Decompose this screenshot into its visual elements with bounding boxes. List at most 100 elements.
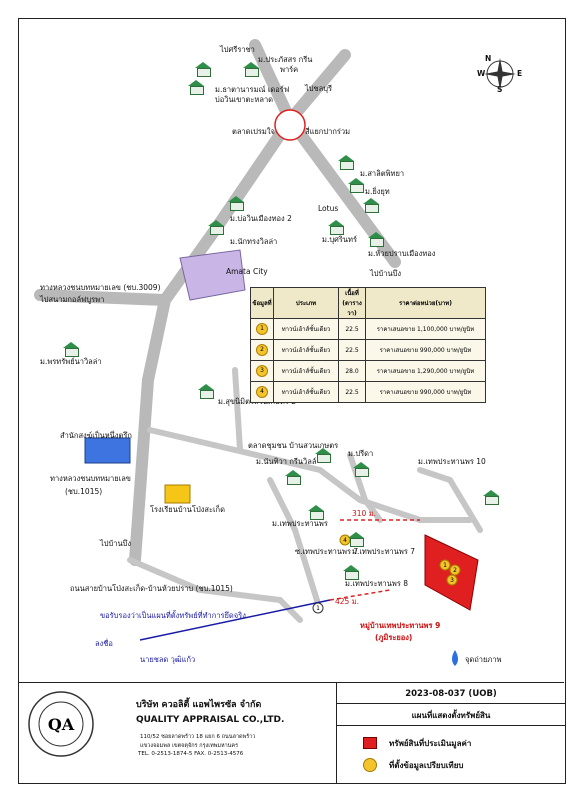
legend-yellow-label: ที่ตั้งข้อมูลเปรียบเทียบ <box>389 761 464 770</box>
compass-e: E <box>517 69 523 78</box>
label-project-1: หมู่บ้านเทพประทานพร 9 <box>360 621 441 630</box>
footer-block: QA บริษัท ควอลิตี้ แอพไพรซัล จำกัด QUALI… <box>18 682 565 783</box>
house-icon <box>325 220 347 235</box>
label-circle-right: สี่แยกปากร่วม <box>305 127 351 136</box>
label-to-pracha: ไปบ้านบึง <box>100 539 132 548</box>
label-si-racha: ไปศรีราชา <box>220 45 255 54</box>
label-road-1015-top: ทางหลวงชนบทหมายเลข <box>50 474 131 483</box>
address-line-2: แขวงจอมพล เขตจตุจักร กรุงเทพมหานคร <box>140 743 239 749</box>
cell-area: 28.0 <box>338 360 366 382</box>
house-icon <box>345 532 367 547</box>
table-row: 4 ทาวน์เฮ้าส์ชั้นเดียว 22.5 ราคาเสนอขาย … <box>250 381 486 403</box>
svg-text:QA: QA <box>48 715 75 734</box>
label-to-ban-bueng: ไปบ้านบึง <box>370 269 402 278</box>
cell-price: ราคาเสนอขาย 990,000 บาท/ยูนิท <box>365 339 486 361</box>
road-1015 <box>147 427 473 523</box>
house-icon <box>192 62 214 77</box>
house-icon <box>205 220 227 235</box>
house-icon <box>282 470 304 485</box>
note-line-2: ลงชื่อ <box>95 639 113 648</box>
label-school: โรงเรียนบ้านโป่งสะเก็ด <box>150 505 225 514</box>
label-patipan: ม.บ่อวินเมืองทอง 2 <box>230 214 292 223</box>
label-lotus: Lotus <box>318 204 339 213</box>
house-icon <box>60 342 82 357</box>
road-soi7 <box>267 477 323 613</box>
note-line-1: ขอรับรองว่าเป็นแผนที่ตั้งทรัพย์ที่ทำการย… <box>100 611 246 620</box>
temple-area <box>84 437 131 464</box>
cell-price: ราคาเสนอขาย 990,000 บาท/ยูนิท <box>365 381 486 403</box>
label-prachatsara2: พาร์ค <box>280 65 299 74</box>
school-area <box>164 484 191 504</box>
map-frame <box>18 18 566 784</box>
phone-fax: TEL. 0-2513-1874-5 FAX. 0-2513-4576 <box>138 751 244 757</box>
marker-number: 4 <box>256 386 268 398</box>
house-icon <box>350 462 372 477</box>
house-icon <box>195 384 217 399</box>
distance-line-425 <box>329 589 391 601</box>
label-photo-point: จุดถ่ายภาพ <box>465 655 502 664</box>
label-project-2: (ภูมิระยอง) <box>375 633 413 642</box>
cell-area: 22.5 <box>338 381 366 403</box>
svg-text:1: 1 <box>443 562 447 569</box>
col-header-price: ราคาต่อหน่วย(บาท) <box>365 287 486 319</box>
report-number: 2023-08-037 (UOB) <box>405 689 497 699</box>
road-lower <box>127 557 303 623</box>
house-icon <box>225 196 247 211</box>
marker-number: 1 <box>256 323 268 335</box>
label-sathit: ม.สาลิตพิทยา <box>360 169 405 178</box>
label-circle: ตลาดเปรมใจ <box>232 127 275 136</box>
label-thana: ม.ธาตานารมณ์ เดอร์ฟ <box>215 85 290 94</box>
house-icon <box>365 232 387 247</box>
label-huaiprab: ม.ห้วยปราบเมืองทอง <box>368 249 436 258</box>
label-bunchan: ม.บุศรินทร์ <box>322 235 357 244</box>
photo-point-icon <box>452 650 458 666</box>
address-line-1: 110/52 ซอยลาดพร้าว 18 แยก 6 ถนนลาดพร้าว <box>140 734 256 740</box>
label-road-1015-bottom: (ชบ.1015) <box>65 487 103 496</box>
road-3009 <box>34 289 171 306</box>
svg-text:2: 2 <box>453 567 457 574</box>
legend-yellow-swatch <box>363 758 377 772</box>
house-icon <box>340 565 362 580</box>
company-name-th: บริษัท ควอลิตี้ แอพไพรซัล จำกัด <box>136 700 262 710</box>
cell-type: ทาวน์เฮ้าส์ชั้นเดียว <box>273 360 339 382</box>
compass-n: N <box>485 54 492 63</box>
marker-number: 2 <box>256 344 268 356</box>
label-thep10: ม.เทพประทานพร 10 <box>418 457 486 466</box>
label-thep8: ม.เทพประทานพร 8 <box>345 579 409 588</box>
company-name-en: QUALITY APPRAISAL CO.,LTD. <box>136 715 285 725</box>
company-logo: QA <box>28 691 94 757</box>
roundabout <box>274 109 306 141</box>
table-row: 2 ทาวน์เฮ้าส์ชั้นเดียว 22.5 ราคาเสนอขาย … <box>250 339 486 361</box>
label-road-chonburi: ไปชลบุรี <box>305 84 333 93</box>
amata-area <box>179 249 246 301</box>
label-to-golf: ไปสนามกอล์ฟบูรพา <box>40 295 105 304</box>
label-market: ตลาดชุมชน บ้านสวนเกษตร <box>248 441 339 450</box>
col-header-area: เนื้อที่(ตารางวา) <box>338 287 366 319</box>
compass-icon <box>484 58 516 90</box>
cell-area: 22.5 <box>338 339 366 361</box>
marker-number: 3 <box>256 365 268 377</box>
note-arrow <box>139 599 331 641</box>
label-soi: ซ.เทพประทานพร 7 <box>295 547 359 556</box>
cell-type: ทาวน์เฮ้าส์ชั้นเดียว <box>273 381 339 403</box>
col-header-no: ข้อมูลที่ <box>250 287 274 319</box>
cell-price: ราคาเสนอขาย 1,100,000 บาท/ยูนิท <box>365 318 486 340</box>
table-row: 3 ทาวน์เฮ้าส์ชั้นเดียว 28.0 ราคาเสนอขาย … <box>250 360 486 382</box>
house-icon <box>312 448 334 463</box>
table-row: 1 ทาวน์เฮ้าส์ชั้นเดียว 22.5 ราคาเสนอขาย … <box>250 318 486 340</box>
map-title: แผนที่แสดงตั้งทรัพย์สิน <box>411 711 491 720</box>
legend-red-label: ทรัพย์สินที่ประเมินมูลค่า <box>389 739 472 748</box>
label-busaba: ม.นักทรงวิลล่า <box>230 237 278 246</box>
label-ying: ม.ยิ่งยุท <box>365 187 390 196</box>
house-icon <box>335 155 357 170</box>
cell-type: ทาวน์เฮ้าส์ชั้นเดียว <box>273 339 339 361</box>
svg-text:3: 3 <box>450 577 454 584</box>
label-main-road: ถนนสายบ้านโป่งสะเก็ด-บ้านห้วยปราบ (ชบ.10… <box>70 584 233 593</box>
label-thep6: ม.เทพประทานพร <box>272 519 328 528</box>
compass-s: S <box>497 85 503 94</box>
cell-area: 22.5 <box>338 318 366 340</box>
cell-type: ทาวน์เฮ้าส์ชั้นเดียว <box>273 318 339 340</box>
label-thana2: บ่อวินเขาตะหลาด <box>215 95 274 104</box>
svg-text:4: 4 <box>343 537 347 544</box>
label-prida: ม.ปรีดา <box>348 449 374 458</box>
